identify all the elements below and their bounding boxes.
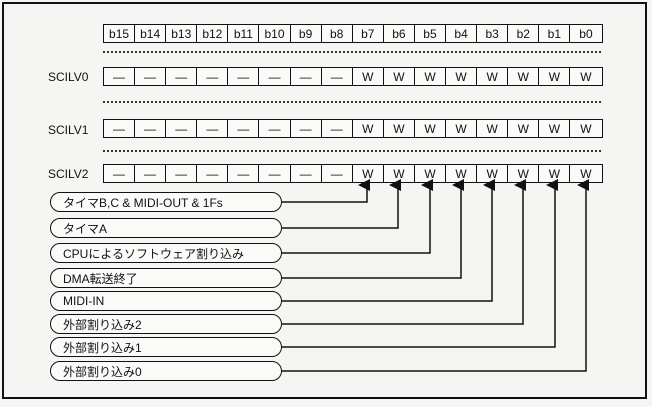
bit-cell: — (135, 120, 167, 137)
bit-cell: — (197, 165, 229, 182)
bit-header-row: b15 b14 b13 b12 b11 b10 b9 b8 b7 b6 b5 b… (103, 24, 603, 43)
bit-cell: W (384, 120, 415, 137)
bit-header: b4 (446, 25, 478, 42)
bit-header: b11 (228, 25, 260, 42)
source-label-b4: DMA転送終了 (50, 268, 282, 288)
bit-cell: — (135, 68, 167, 85)
bit-cell: W (384, 68, 415, 85)
bit-cell: W (508, 165, 540, 182)
register-name-scilv2: SCILV2 (48, 167, 89, 181)
bit-header: b8 (322, 25, 353, 42)
connector-b1 (282, 179, 558, 348)
bit-cell: W (446, 68, 478, 85)
row-separator (103, 150, 601, 152)
bit-cell: W (539, 68, 571, 85)
bit-cell: — (135, 165, 167, 182)
bit-cell: — (104, 165, 136, 182)
bit-cell: — (322, 68, 353, 85)
source-label-b7: タイマB,C & MIDI-OUT & 1Fs (50, 192, 282, 212)
bit-cell: W (539, 120, 571, 137)
register-name-scilv0: SCILV0 (48, 70, 89, 84)
connector-b2 (282, 179, 526, 325)
bit-cell: W (539, 165, 571, 182)
bit-header: b6 (384, 25, 415, 42)
bit-header: b5 (415, 25, 447, 42)
bit-header: b14 (135, 25, 167, 42)
source-label-b3: MIDI-IN (50, 291, 282, 311)
bit-cell: — (104, 68, 136, 85)
bit-cell: W (477, 120, 509, 137)
register-row-scilv0: — — — — — — — — W W W W W W W W (103, 67, 603, 86)
bit-cell: — (104, 120, 136, 137)
bit-cell: — (166, 68, 198, 85)
bit-cell: — (166, 120, 198, 137)
bit-cell: — (228, 120, 260, 137)
bit-cell: W (580, 121, 592, 136)
bit-cell: — (228, 68, 260, 85)
bit-header: b1 (539, 25, 571, 42)
connector-b4 (282, 179, 464, 279)
bit-cell: — (259, 165, 291, 182)
bit-cell: W (415, 165, 447, 182)
connector-b0 (282, 179, 589, 372)
bit-cell: W (384, 165, 415, 182)
bit-cell: — (322, 165, 353, 182)
register-name-scilv1: SCILV1 (48, 123, 89, 137)
connector-b3 (282, 179, 495, 302)
row-separator (103, 51, 601, 53)
bit-cell: — (259, 68, 291, 85)
connector-b5 (282, 179, 433, 254)
bit-cell: — (291, 68, 322, 85)
bit-header: b12 (197, 25, 229, 42)
bit-cell: W (580, 166, 592, 181)
connector-b7 (282, 179, 370, 203)
register-row-scilv1: — — — — — — — — W W W W W W W W (103, 119, 603, 138)
bit-cell: — (166, 165, 198, 182)
bit-cell: — (259, 120, 291, 137)
bit-cell: — (197, 120, 229, 137)
bit-cell: W (415, 68, 447, 85)
bit-cell: W (446, 120, 478, 137)
bit-cell: W (477, 68, 509, 85)
bit-cell: W (508, 68, 540, 85)
bit-cell: — (322, 120, 353, 137)
bit-cell: W (353, 165, 384, 182)
bit-header: b2 (508, 25, 540, 42)
bit-header: b9 (291, 25, 322, 42)
bit-cell: W (446, 165, 478, 182)
bit-cell: W (508, 120, 540, 137)
bit-cell: — (291, 165, 322, 182)
source-label-b2: 外部割り込み2 (50, 314, 282, 334)
bit-header: b3 (477, 25, 509, 42)
bit-cell: W (477, 165, 509, 182)
source-label-b5: CPUによるソフトウェア割り込み (50, 243, 282, 263)
bit-cell: W (353, 120, 384, 137)
bit-header: b0 (579, 26, 593, 41)
bit-cell: W (415, 120, 447, 137)
connector-b6 (282, 179, 401, 229)
bit-cell: — (291, 120, 322, 137)
bit-header: b7 (353, 25, 384, 42)
source-label-b0: 外部割り込み0 (50, 361, 282, 381)
bit-header: b10 (259, 25, 291, 42)
bit-cell: W (580, 69, 592, 84)
bit-header: b13 (166, 25, 198, 42)
register-row-scilv2: — — — — — — — — W W W W W W W W (103, 164, 603, 183)
bit-header: b15 (104, 25, 136, 42)
source-label-b1: 外部割り込み1 (50, 337, 282, 357)
source-label-b6: タイマA (50, 218, 282, 238)
bit-cell: — (228, 165, 260, 182)
row-separator (103, 101, 601, 103)
bit-cell: — (197, 68, 229, 85)
bit-cell: W (353, 68, 384, 85)
